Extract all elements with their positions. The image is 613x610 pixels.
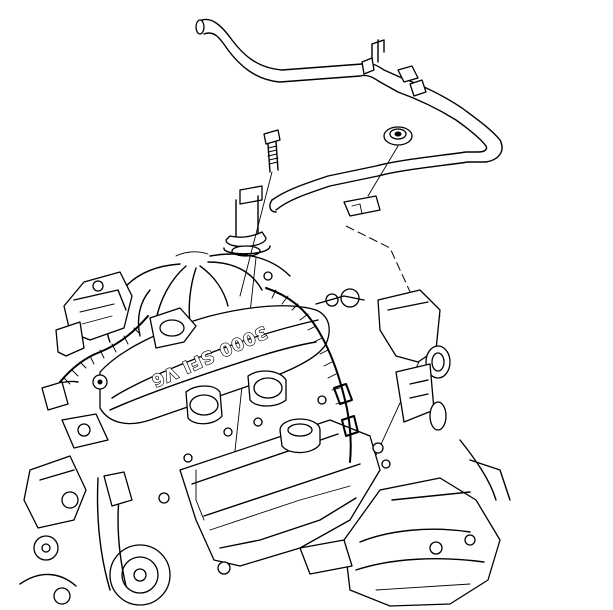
valve-cover <box>179 419 381 567</box>
intake-ports <box>185 370 287 425</box>
upper-hose <box>195 18 503 213</box>
right-components <box>315 288 451 431</box>
left-bracket <box>41 321 109 449</box>
wiring-harness-right <box>265 287 359 463</box>
bolt <box>263 129 281 173</box>
wiring-harness-left <box>43 315 149 393</box>
spacer-stud <box>223 185 271 257</box>
tube-bracket <box>343 195 381 217</box>
oil-fill-cap <box>279 418 321 454</box>
transaxle-housing <box>299 439 511 607</box>
fasteners <box>158 271 391 575</box>
lower-left-accessories <box>19 455 171 606</box>
throttle-body <box>149 307 197 349</box>
distributor-ignition-module <box>63 271 133 341</box>
grommet <box>383 126 413 146</box>
hose-bracket <box>361 39 427 97</box>
